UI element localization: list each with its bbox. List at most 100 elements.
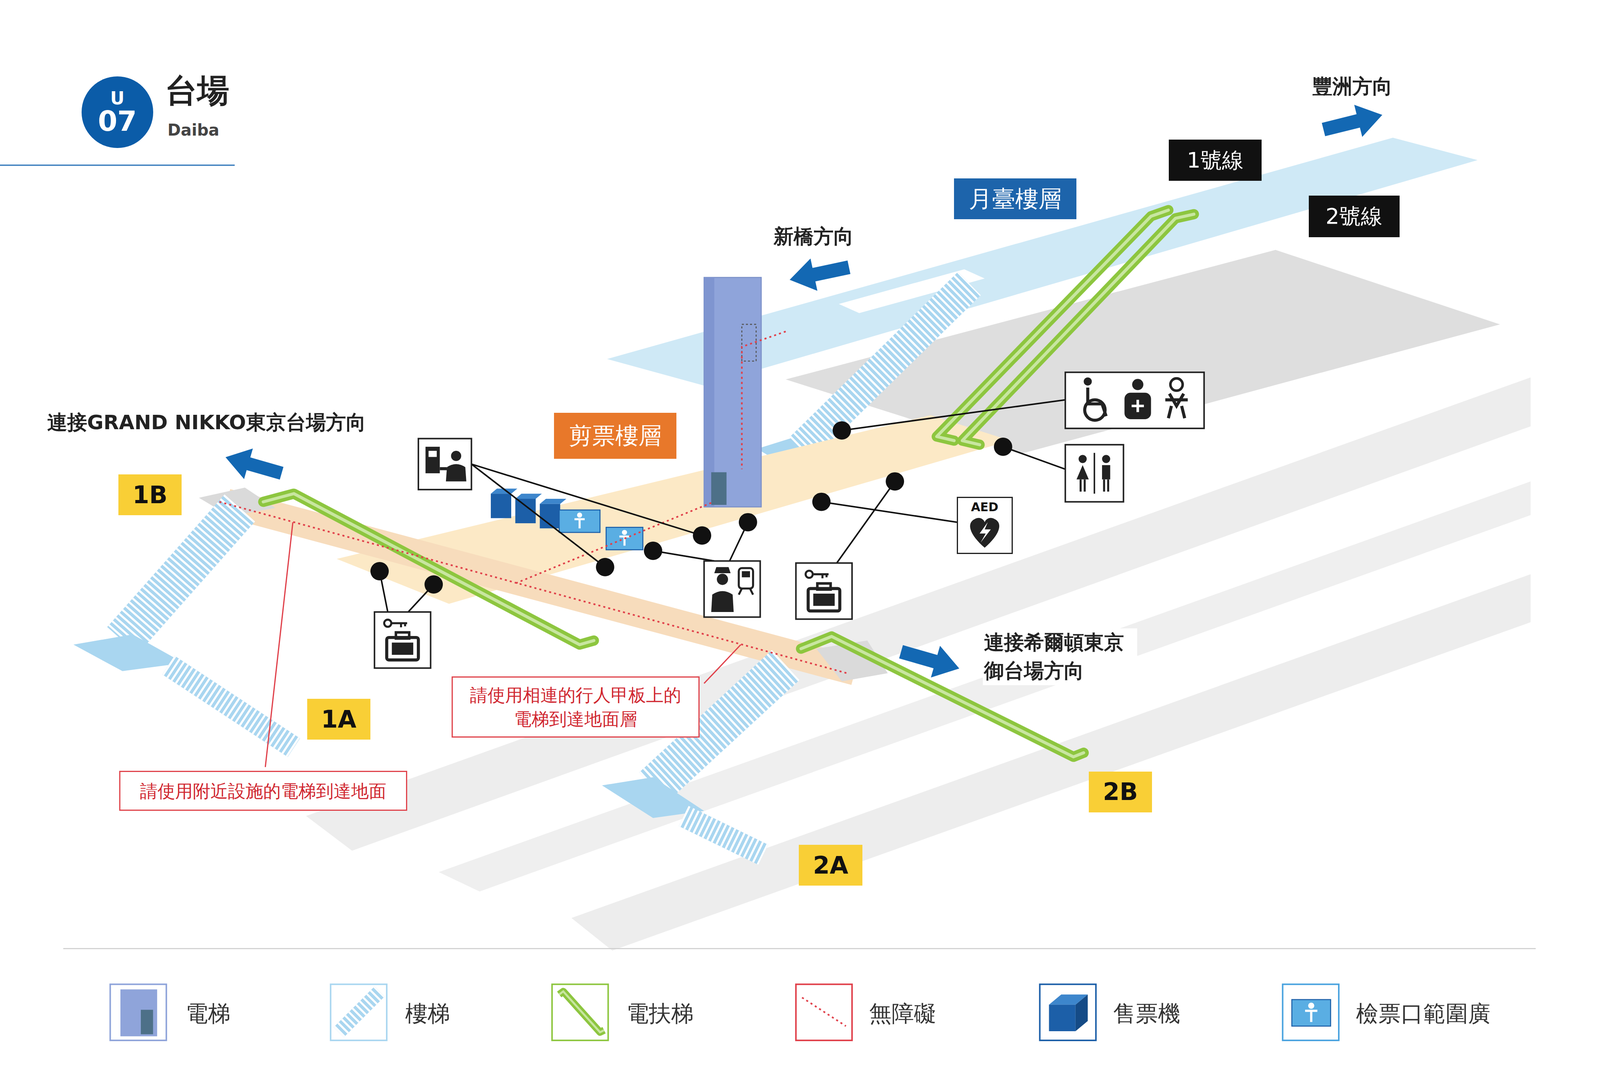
accessible-route [219,331,847,674]
facility-dots [812,492,831,512]
aed-icon [970,518,1000,548]
note-leader-lines [265,522,293,768]
toilet-icon [1065,444,1124,502]
legend-swatches [1282,984,1339,1041]
legend-swatches [140,1009,154,1034]
ticket-gates [622,530,628,536]
facility-dots [832,421,852,440]
elevator-shaft [704,277,762,508]
legend-swatches [559,991,604,1033]
facility-dots [424,575,443,594]
station-staff-icon [711,591,734,612]
toilet-icon [1102,465,1110,480]
direction-arrows [221,442,286,489]
legend-swatches [559,991,604,1033]
station-staff-icon [738,568,754,589]
aed-icon [957,496,1014,554]
facility-leader-lines [821,502,958,523]
legend-swatches [552,984,608,1041]
legend-text: 無障礙 [869,1000,937,1027]
node-text: 月臺樓層 [968,184,1062,214]
legend-text: 電扶梯 [626,1000,694,1027]
facility-dots [738,513,758,532]
legend-swatches [1292,999,1331,1026]
locker-icon [796,563,852,620]
toilet-icon [1104,479,1108,492]
legend-swatches [802,997,846,1026]
facility-dots [692,526,712,545]
accessible-route [219,502,847,674]
toilet-icon [1065,444,1124,502]
ticket-office-icon [451,450,462,461]
node-text: 2A [812,850,848,881]
ticket-gates [559,510,643,550]
ticket-office-icon [428,450,437,457]
station-staff-icon [738,588,754,595]
direction-label: 連接GRAND NIKKO東京台場方向 [46,410,368,435]
legend-swatches [1048,1004,1076,1032]
note-box: 請使用附近設施的電梯到達地面 [119,770,407,811]
note-box: 請使用相連的行人甲板上的 電梯到達地面層 [451,676,700,738]
facility-leader-lines [471,464,606,568]
legend-swatches [330,984,387,1041]
accessibility-icons [1131,400,1144,413]
direction-label: 連接希爾頓東京 御台場方向 [982,628,1138,686]
accessible-route [742,331,786,470]
exit-stairs [122,508,240,641]
node-text: 07 [98,107,137,136]
note-leader-lines [265,522,741,768]
platform-escalators [936,210,1169,441]
node-text: AED [970,499,999,515]
facility-dots [994,437,1013,456]
facility-dots [370,421,1013,594]
facility-leader-lines [836,481,895,564]
legend-swatches [338,991,380,1033]
accessibility-icons [1083,377,1092,386]
locker-icon [374,612,431,668]
exit-label: 2B [1088,771,1152,813]
legend-swatches [1039,984,1096,1041]
legend-swatches [338,991,380,1033]
station-staff-icon [742,571,750,578]
exit-stairs [122,508,240,641]
ticket-gates [559,510,600,533]
node-text: 請使用相連的行人甲板上的 電梯到達地面層 [464,683,687,731]
direction-label: 新橋方向 [772,224,855,249]
aed-icon [979,522,991,543]
station-staff-icon [704,560,760,617]
legend-swatches [1075,994,1088,1032]
accessibility-icons [1165,393,1188,418]
ticket-office-icon [439,467,447,471]
facility-leader-lines [1003,446,1066,470]
accessibility-icons [1132,378,1144,390]
node-text: 2號線 [1325,202,1383,230]
ticket-gates [574,519,585,529]
ticket-office-icon [418,438,472,490]
rules [63,948,1536,950]
platform-escalators [936,210,1169,441]
ticket-machines [539,498,566,504]
rules [0,164,235,166]
direction-arrows [896,636,964,685]
legend-swatches [120,989,158,1036]
exit-stairs [683,816,764,855]
facility-dots [370,562,389,581]
floor-label: 月臺樓層 [954,178,1077,220]
node-text: 1A [321,704,357,735]
node-text: 請使用附近設施的電梯到達地面 [140,780,387,802]
ticket-office-icon [418,438,472,490]
exit-stairs [73,634,184,672]
exit-label: 2A [798,844,862,886]
facility-dots [596,558,615,577]
toilet-icon [1076,465,1089,480]
accessible-route [515,502,712,584]
legend-swatches [110,984,1339,1041]
ticket-office-icon [425,446,440,474]
accessibility-icons [1065,372,1204,429]
node-text: U [110,89,125,108]
node-text: 2B [1102,776,1138,807]
facility-leader-lines [379,400,1066,612]
toilet-icon [1093,452,1096,494]
